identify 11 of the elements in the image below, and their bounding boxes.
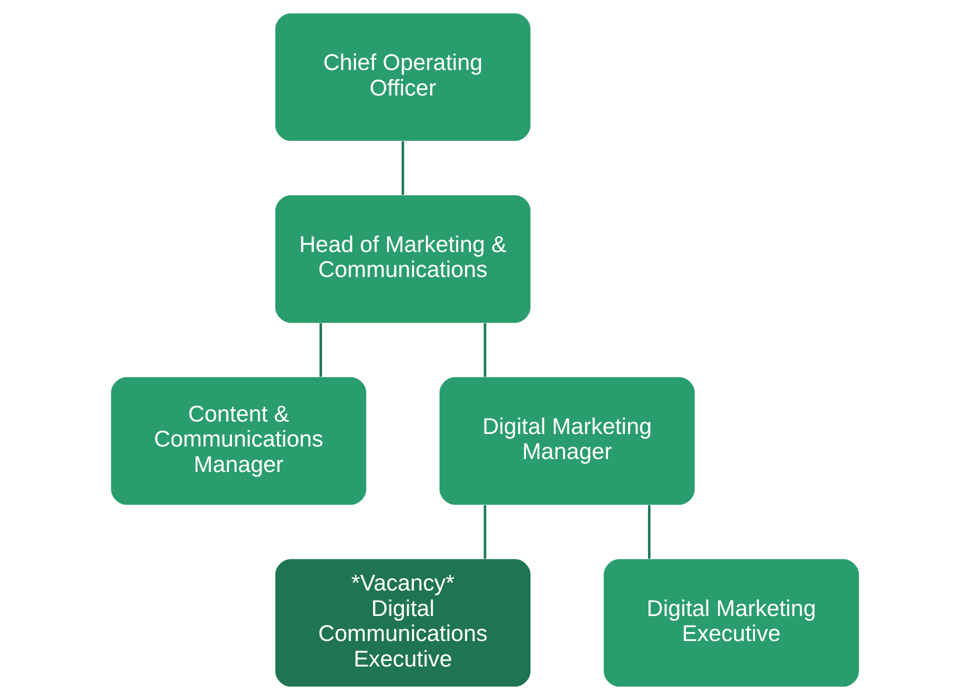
connector [484, 505, 486, 559]
connector [320, 323, 322, 377]
node-box: Digital Marketing Manager [440, 377, 695, 505]
node-box: Digital Marketing Executive [604, 559, 859, 687]
node-box: Content & Communications Manager [111, 377, 366, 505]
connector [648, 505, 650, 559]
node-box: Chief Operating Officer [275, 13, 530, 141]
node-box: *Vacancy* Digital Communications Executive [275, 559, 530, 687]
connector [402, 141, 404, 195]
connector [484, 323, 486, 377]
node-box: Head of Marketing & Communications [275, 195, 530, 323]
